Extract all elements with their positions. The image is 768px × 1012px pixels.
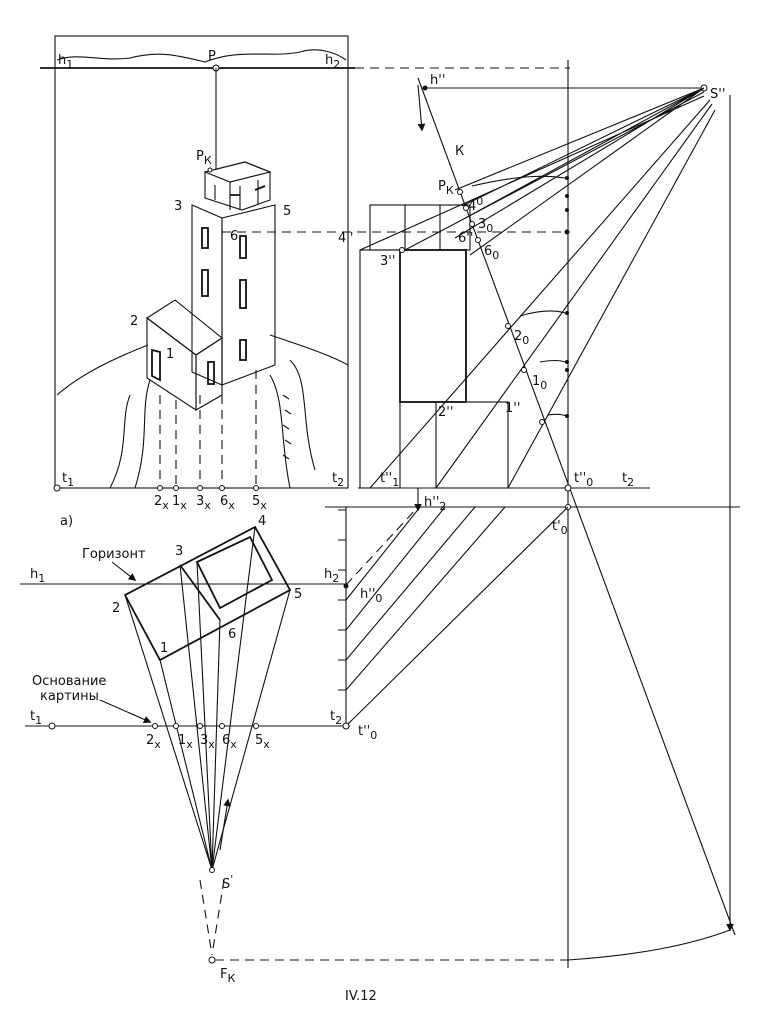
- plan-tick-2x: 2х: [146, 733, 161, 751]
- elevation-tower: [399, 249, 467, 403]
- label-P: P: [208, 49, 216, 64]
- label-4s: 4'': [338, 231, 353, 246]
- label-node-3: 3: [174, 199, 182, 214]
- label-1-0: 10: [532, 374, 547, 392]
- label-plan-4: 4: [258, 514, 266, 529]
- label-t1: t1: [62, 471, 74, 489]
- elevation-upper-block: [369, 204, 471, 251]
- label-Fk: FК: [220, 967, 235, 985]
- elevation-panel: S'' h'' К PК 40 30 4'' 3'' 6'' 60 2: [325, 60, 740, 968]
- terrain-lines: [56, 334, 349, 489]
- label-plan-t2: t2: [330, 709, 342, 727]
- label-plan-3: 3: [175, 544, 183, 559]
- label-elev-t2: t2: [622, 471, 634, 489]
- plan-building-outline: [123, 525, 292, 662]
- label-S1: S': [222, 873, 233, 892]
- plan-tick-5x: 5х: [255, 733, 270, 751]
- perspective-panel: h1 h2 P: [40, 35, 565, 512]
- label-plan-h2: h2: [324, 567, 339, 585]
- label-4-0: 40: [468, 195, 483, 214]
- plan-tick-1x: 1х: [178, 733, 193, 751]
- figure-caption: IV.12: [345, 989, 377, 1004]
- point-Pk: [207, 167, 213, 173]
- label-t2: t2: [332, 471, 344, 489]
- tick-label-1x: 1х: [172, 494, 187, 512]
- tick-label-6x: 6х: [220, 494, 235, 512]
- label-6-0: 60: [484, 244, 499, 262]
- point-Fk: [208, 956, 216, 964]
- picture-base-caption-1: Основание: [32, 674, 106, 689]
- label-t0p: t'0: [552, 519, 568, 537]
- label-plan-t0s: t''0: [358, 724, 377, 742]
- label-3-0: 30: [478, 217, 493, 235]
- label-node-5: 5: [283, 204, 291, 219]
- label-S2: S'': [710, 87, 725, 102]
- label-1s: 1'': [505, 401, 520, 416]
- label-t0s-elev: t''0: [574, 471, 593, 489]
- label-h2prime: h'': [430, 73, 445, 88]
- visual-rays: [359, 87, 716, 489]
- plan-panel: а) Горизонт h1 h2 2 3 4 5 6 1 Основание …: [20, 514, 731, 985]
- label-plan-2: 2: [112, 601, 120, 616]
- plan-tick-3x: 3х: [200, 733, 215, 751]
- label-plan-5: 5: [294, 587, 302, 602]
- plan-tick-6x: 6х: [222, 733, 237, 751]
- label-2-0: 20: [514, 329, 529, 347]
- picture-frame: [54, 35, 349, 489]
- plan-visual-rays: [124, 526, 291, 871]
- tick-label-3x: 3х: [196, 494, 211, 512]
- tick-label-2x: 2х: [154, 494, 169, 512]
- plan-tower-outline: [195, 535, 274, 610]
- label-t1s: t''1: [380, 471, 399, 489]
- panel-label-a: а): [60, 514, 73, 529]
- label-node-2: 2: [130, 314, 138, 329]
- label-node-1: 1: [166, 347, 174, 362]
- horizon-hills: [56, 49, 347, 63]
- label-plan-t1: t1: [30, 709, 42, 727]
- label-6s: 6'': [458, 231, 473, 246]
- picture-base-caption-2: картины: [40, 689, 99, 704]
- label-elev-Pk: PК: [438, 179, 454, 197]
- label-2s: 2'': [438, 405, 453, 420]
- label-h1: h1: [58, 53, 73, 71]
- label-K: К: [455, 144, 464, 159]
- plan-auxiliary-construction: h''0 t''0: [338, 506, 569, 742]
- point-S1: [209, 867, 215, 873]
- label-plan-h1: h1: [30, 567, 45, 585]
- label-h2: h2: [325, 53, 340, 71]
- label-Pk: PК: [196, 149, 212, 167]
- label-h0s: h''0: [360, 587, 382, 605]
- label-plan-1: 1: [160, 641, 168, 656]
- horizon-caption: Горизонт: [82, 547, 146, 562]
- label-plan-6: 6: [228, 627, 236, 642]
- label-3s: 3'': [380, 254, 395, 269]
- tick-label-5x: 5х: [252, 494, 267, 512]
- projection-dashes: [159, 370, 257, 488]
- label-node-6: 6: [230, 229, 238, 244]
